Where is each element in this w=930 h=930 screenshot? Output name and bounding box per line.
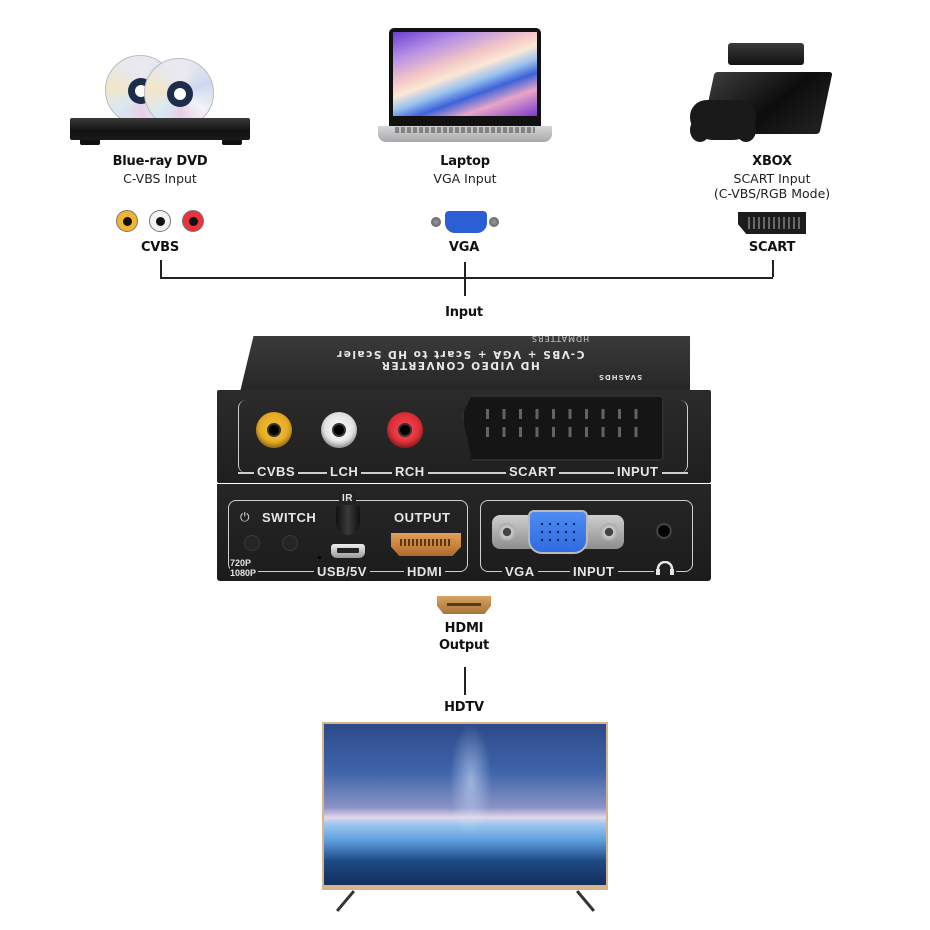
- switch-button[interactable]: [282, 535, 298, 551]
- hdmi-connector-icon: [437, 596, 491, 614]
- usb-label: USB/5V: [314, 564, 370, 579]
- panel-frame-line: [238, 472, 688, 474]
- dvd-foot: [80, 140, 100, 145]
- device-title-line2: HD VIDEO CONVERTER: [380, 359, 540, 371]
- headphone-icon: [654, 560, 676, 575]
- input-label-device: INPUT: [570, 564, 618, 579]
- vga-input-port[interactable]: [528, 510, 588, 554]
- dvd-foot: [222, 140, 242, 145]
- scart-connector-icon: [738, 212, 806, 234]
- vga-nut: [498, 523, 516, 541]
- output-label: OUTPUT: [394, 510, 451, 525]
- laptop-keyboard: [395, 127, 535, 133]
- source-subtitle-laptop: VGA Input: [433, 171, 497, 186]
- source-subtitle-dvd: C-VBS Input: [123, 171, 197, 186]
- source-title-xbox: XBOX: [752, 154, 792, 169]
- connector-line: [464, 262, 466, 296]
- port-label-rch: RCH: [392, 464, 428, 479]
- screw-icon: [431, 217, 441, 227]
- scart-pins: [480, 405, 650, 445]
- hdmi-output-port[interactable]: [391, 533, 461, 556]
- connector-line: [160, 277, 773, 279]
- panel-frame: [238, 400, 688, 473]
- hdmi-output-line1: HDMI: [444, 621, 484, 636]
- device-model: SVASHDS: [597, 373, 643, 381]
- laptop-screen: [393, 32, 537, 116]
- switch-label: SWITCH: [262, 510, 317, 525]
- ir-receiver: [336, 505, 360, 535]
- tv-leg: [575, 890, 596, 912]
- vga-label: VGA: [502, 564, 538, 579]
- audio-jack[interactable]: [654, 521, 674, 541]
- led-indicator: [318, 556, 321, 559]
- tv-frame: [322, 722, 608, 890]
- tv-leg: [335, 890, 356, 912]
- dvd-player-body: [70, 118, 250, 140]
- port-label-lch: LCH: [327, 464, 362, 479]
- res-720p-label: 720P: [230, 558, 252, 568]
- tv-screen: [324, 724, 606, 885]
- port-label-scart: SCART: [506, 464, 560, 479]
- usb-port[interactable]: [331, 544, 365, 558]
- connector-line: [160, 260, 162, 277]
- res-1080p-label: 1080P: [230, 568, 257, 578]
- connector-label-cvbs: CVBS: [140, 240, 180, 255]
- output-line: [464, 667, 466, 695]
- source-title-dvd: Blue-ray DVD: [112, 154, 208, 169]
- port-label-cvbs: CVBS: [254, 464, 299, 479]
- laptop-lid: [389, 28, 541, 126]
- disc-icon: [144, 58, 214, 128]
- input-label: Input: [445, 305, 483, 320]
- hdmi-output-line2: Output: [438, 638, 490, 653]
- vga-plug: [445, 211, 487, 233]
- source-subtitle-xbox: SCART Input: [733, 171, 811, 186]
- console-sensor: [728, 43, 804, 65]
- rca-yellow-icon: [116, 210, 138, 232]
- cvbs-port: [256, 412, 292, 448]
- connector-label-scart: SCART: [748, 240, 796, 255]
- rca-red-icon: [182, 210, 204, 232]
- vga-nut: [600, 523, 618, 541]
- device-title-line1: C-VBS + VGA + Scart to HD Scaler: [335, 348, 585, 360]
- connector-line: [772, 260, 774, 277]
- rca-white-icon: [149, 210, 171, 232]
- connector-label-vga: VGA: [448, 240, 480, 255]
- screw-icon: [489, 217, 499, 227]
- source-title-laptop: Laptop: [440, 154, 490, 169]
- power-icon: ⏻: [240, 510, 250, 524]
- hdmi-label: HDMI: [404, 564, 446, 579]
- hdmi-output-label: HDMI Output: [414, 620, 514, 654]
- device-title: HD VIDEO CONVERTER C-VBS + VGA + Scart t…: [250, 348, 670, 371]
- resolution-labels: 720P 1080P: [230, 558, 259, 578]
- lch-port: [321, 412, 357, 448]
- power-button[interactable]: [244, 535, 260, 551]
- source-subtitle2-xbox: (C-VBS/RGB Mode): [713, 186, 831, 201]
- ir-label: IR: [339, 493, 356, 504]
- port-label-input: INPUT: [614, 464, 662, 479]
- controller-icon: [690, 100, 756, 142]
- device-brand: HDMATTERS: [530, 334, 590, 343]
- hdtv-label: HDTV: [444, 700, 484, 715]
- rch-port: [387, 412, 423, 448]
